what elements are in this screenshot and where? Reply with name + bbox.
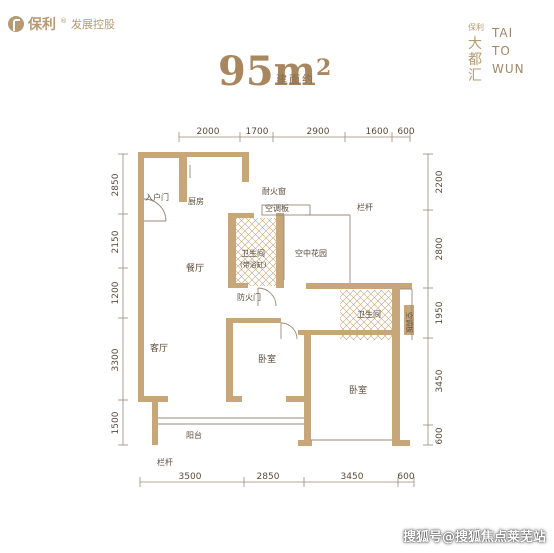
brand-reg: ® <box>60 17 67 25</box>
walls <box>138 152 414 446</box>
dim-left-3: 1200 <box>111 281 121 304</box>
dim-right-2: 2800 <box>435 237 445 260</box>
area-number: 95m <box>218 48 316 95</box>
dim-bottom-1: 3500 <box>179 472 202 482</box>
brand-logo: 保利 ® 发展控股 <box>8 14 115 34</box>
project-cn-line: 都 <box>468 52 482 68</box>
project-cn-line: 汇 <box>468 68 482 84</box>
project-cn-line: 保利 <box>468 23 484 32</box>
label-garden: 空中花园 <box>295 248 327 258</box>
dim-right-3: 1950 <box>435 301 445 324</box>
brand-name: 保利 <box>28 17 56 33</box>
area-label: 建面约 <box>276 73 315 86</box>
label-balcony: 阳台 <box>186 430 202 440</box>
label-bath1-sub: (带浴缸) <box>240 260 267 269</box>
dim-left-2: 2150 <box>111 230 121 253</box>
label-ac-right: 空调板 <box>405 312 414 333</box>
label-ac: 空调板 <box>265 203 289 213</box>
dim-left-4: 3300 <box>111 348 121 371</box>
dim-left-1: 2850 <box>111 173 121 196</box>
bath1-tile <box>234 218 280 286</box>
area-heading: 95m 2 建面约 <box>218 52 331 92</box>
dim-right-4: 3450 <box>435 369 445 392</box>
dim-bottom-2: 2850 <box>257 472 280 482</box>
dim-top-5: 600 <box>397 127 414 137</box>
watermark: 搜狐号@搜狐焦点莱芜站 <box>402 530 546 545</box>
label-kitchen: 厨房 <box>188 196 204 206</box>
dim-top-4: 1600 <box>366 127 389 137</box>
dimension-lines <box>118 132 433 487</box>
label-railing-bottom: 栏杆 <box>157 457 173 467</box>
project-cn-line: 大 <box>468 36 482 52</box>
dim-right-5: 600 <box>435 427 445 444</box>
project-en-line: TAI <box>492 26 514 40</box>
dim-top-2: 1700 <box>246 127 269 137</box>
area-superscript: 2 <box>316 55 332 81</box>
label-entry: 入户门 <box>145 192 169 202</box>
project-name-en: TAI TO WUN <box>492 24 525 78</box>
label-dining: 餐厅 <box>186 262 204 274</box>
label-railing-top: 栏杆 <box>357 202 373 212</box>
project-en-line: TO <box>492 44 511 58</box>
label-bath2: 卫生间 <box>357 309 381 319</box>
label-bath1: 卫生间 <box>241 248 265 258</box>
project-en-line: WUN <box>492 62 525 76</box>
label-fire-window: 耐火窗 <box>262 186 286 196</box>
dim-top-3: 2900 <box>307 127 330 137</box>
dim-bottom-4: 600 <box>397 472 414 482</box>
brand-mark-icon <box>8 16 24 32</box>
brand-suffix: 发展控股 <box>71 18 115 31</box>
label-living: 客厅 <box>150 342 168 354</box>
dim-left-5: 1500 <box>111 411 121 434</box>
dim-top-1: 2000 <box>197 127 220 137</box>
project-name-cn: 保利 大 都 汇 <box>468 20 484 84</box>
label-fire-door: 防火门 <box>237 292 261 302</box>
dim-bottom-3: 3450 <box>341 472 364 482</box>
dim-right-1: 2200 <box>435 170 445 193</box>
label-bedroom1: 卧室 <box>258 353 276 365</box>
thin-lines <box>143 165 413 441</box>
label-bedroom2: 卧室 <box>349 384 367 396</box>
